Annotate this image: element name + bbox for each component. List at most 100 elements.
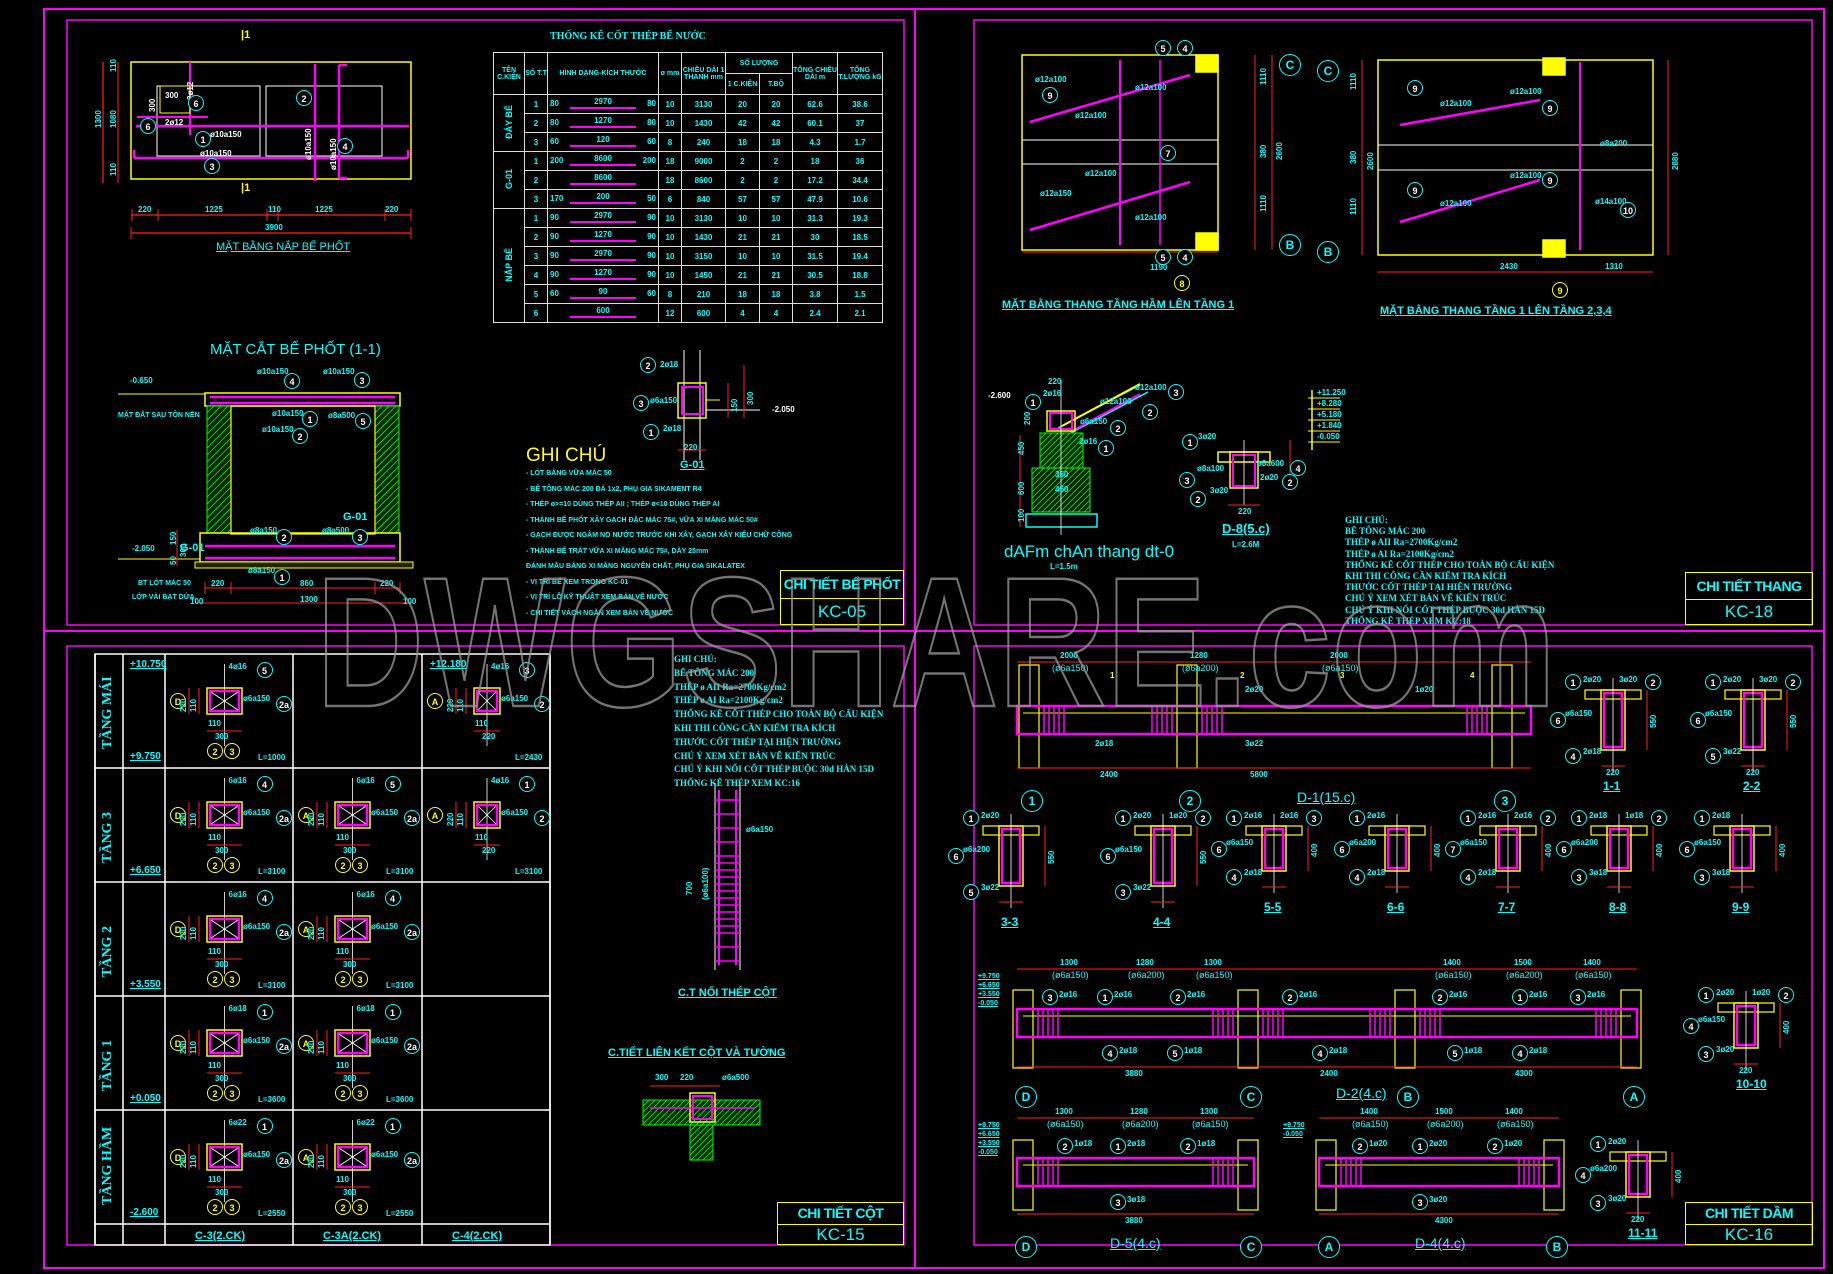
bar-length: 200 [596, 192, 610, 201]
rebar-label: ø10a150 [262, 425, 294, 434]
floor-label: TẦNG HẦM [100, 1126, 115, 1205]
stirrup-spacing: (ø6a150) [1047, 1119, 1084, 1129]
column-outline [334, 801, 371, 829]
mark-bubble: 2 [207, 743, 223, 759]
dim-text: 860 [300, 579, 314, 588]
rebar-label: 2ø16 [1529, 990, 1548, 999]
dim-text: 1300 [94, 110, 103, 128]
column-fill [1542, 57, 1566, 76]
hatch-line [374, 437, 400, 463]
callout-bubble: 2 [1110, 420, 1126, 436]
bar-hook-left: 170 [550, 194, 564, 203]
callout-bubble: 3 [1110, 1194, 1126, 1210]
column-length: L=3100 [258, 867, 286, 876]
hatch-line [374, 444, 400, 470]
stirrup [681, 386, 704, 415]
table-cell: 19.3 [837, 208, 883, 228]
stirrup [336, 1031, 369, 1055]
level-mark: -0.050 [1317, 432, 1340, 441]
note-item: CHÚ Ý KHI NỐI CỐT THÉP BUỘC 30d HÀN 15D [1345, 604, 1545, 615]
beam-column-stub [1620, 989, 1642, 1069]
table-cell: 31.3 [792, 208, 838, 228]
bar-hook-left: 60 [550, 137, 559, 146]
rebar-label: ø6a150 [243, 694, 271, 703]
callout-bubble: 1 [256, 1118, 273, 1134]
axis-bubble: B [1317, 241, 1339, 263]
callout-bubble: 4 [284, 373, 300, 389]
tie-line [338, 1147, 367, 1167]
table-cell: 2 [759, 170, 793, 190]
axis-bubble: A [1318, 1236, 1340, 1258]
rebar-label: 1ø18 [1184, 1046, 1203, 1055]
callout-bubble: 1 [1115, 810, 1131, 826]
dim-text: 2600 [1275, 142, 1284, 160]
hatch-line [206, 405, 222, 421]
table-cell: NẮP BỂ [493, 208, 525, 323]
hatch-line [374, 486, 400, 512]
table-cell: 31.5 [792, 246, 838, 266]
dim-text: 1110 [1349, 73, 1358, 90]
callout-bubble: 1 [1025, 394, 1041, 410]
dim-text: 220 [482, 846, 496, 855]
callout-bubble: 3 [1570, 989, 1586, 1005]
hatch-line [737, 1102, 761, 1126]
dim-text: 550 [1789, 714, 1798, 728]
table-cell: 57 [759, 189, 793, 209]
axis-bubble: A [298, 1149, 314, 1165]
table-cell: 62.6 [792, 94, 838, 114]
table-cell: 21 [725, 227, 760, 247]
table-cell: SỐ LƯỢNG [725, 52, 793, 74]
rebar-label: 2ø16 [1367, 811, 1386, 820]
callout-bubble: 4 [256, 890, 273, 906]
rebar-label: ø6a150 [1080, 417, 1108, 426]
hatch-line [206, 430, 232, 456]
dim-text: 300 [215, 960, 229, 969]
rebar-label: 2ø18 [1329, 1046, 1348, 1055]
mark-bubble: 2 [207, 1199, 223, 1215]
rebar-label: 2ø16 [1449, 990, 1468, 999]
hatch-line [374, 405, 390, 421]
section-title: 8-8 [1609, 900, 1627, 914]
callout-bubble: 2 [1785, 674, 1801, 690]
table-cell: 18 [759, 284, 793, 304]
callout-bubble: 6 [1211, 840, 1227, 857]
hatch-line [212, 514, 232, 534]
rebar-label: 2ø16 [1043, 389, 1062, 398]
layer-label: LỚP VẢI BẠT DỨA [132, 594, 195, 601]
table-cell: 20 [759, 94, 793, 114]
dim-text: 1110 [1349, 198, 1358, 215]
column-type-label: C-4(2.CK) [452, 1230, 503, 1242]
hatch-line [1077, 499, 1091, 513]
hatch-line [1076, 461, 1084, 469]
table-cell: T.BỘ [759, 73, 793, 95]
hatch-line [708, 1155, 714, 1161]
bar-hook-right: 90 [647, 270, 656, 279]
callout-bubble: 2 [1651, 810, 1667, 826]
dim-text: 300 [165, 91, 179, 100]
level-mark: -2.050 [772, 405, 795, 414]
rebar-label: ø10a150 [323, 367, 355, 376]
span-dim: 1400 [1443, 958, 1461, 967]
stirrup-spacing: (ø6a150) [1435, 970, 1472, 980]
callout-bubble: 2a [276, 810, 292, 826]
table-cell: 30 [792, 227, 838, 247]
rebar-label: 6ø18 [356, 1004, 375, 1013]
rebar-label: 2ø20 [1429, 1139, 1448, 1148]
rebar-label: 2ø20 [1133, 811, 1152, 820]
callout-bubble: 4 [1102, 1045, 1118, 1061]
span-dim: 1400 [1505, 1107, 1523, 1116]
hatch-line [206, 458, 232, 484]
callout-bubble: 1 [384, 1004, 401, 1020]
rebar-label: 2ø18 [1119, 1046, 1138, 1055]
table-cell: 18 [725, 284, 760, 304]
rebar-label: ø6a150 [746, 825, 774, 834]
table-cell: 10 [658, 208, 682, 228]
bar-shape: 600 [549, 305, 658, 322]
dim-text: 1190 [1150, 263, 1168, 272]
floor-label: TẦNG 2 [100, 926, 115, 977]
